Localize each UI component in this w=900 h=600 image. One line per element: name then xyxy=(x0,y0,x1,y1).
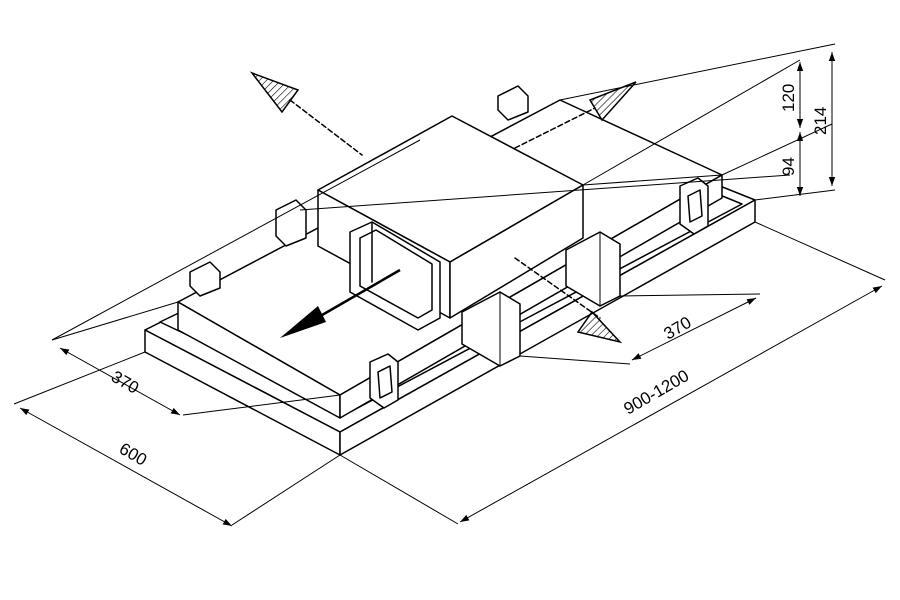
dim-line-370-left xyxy=(59,347,181,416)
bracket-front xyxy=(369,353,399,409)
dim-line-370-right xyxy=(631,297,757,361)
dim-label-370-left: 370 xyxy=(108,367,142,398)
dim-line-600 xyxy=(19,407,233,527)
bracket-rear xyxy=(497,85,529,121)
bracket-side xyxy=(275,199,307,247)
inlet-arrow-right xyxy=(514,81,637,149)
dimension-lines xyxy=(19,52,883,527)
dim-label-900-1200: 900-1200 xyxy=(621,366,693,418)
dim-label-370-right: 370 xyxy=(661,313,695,344)
dim-label-120: 120 xyxy=(779,84,798,112)
mounting-brackets xyxy=(189,85,709,409)
bracket-left xyxy=(189,261,221,297)
inlet-arrow-left xyxy=(249,71,363,156)
dim-label-600: 600 xyxy=(116,439,150,470)
dim-label-214: 214 xyxy=(811,107,830,135)
dim-line-900-1200 xyxy=(459,285,883,523)
outlet-duct xyxy=(349,221,441,331)
dim-label-94: 94 xyxy=(779,157,798,176)
bracket-right xyxy=(679,177,709,235)
outlet-arrow-front xyxy=(280,268,401,338)
